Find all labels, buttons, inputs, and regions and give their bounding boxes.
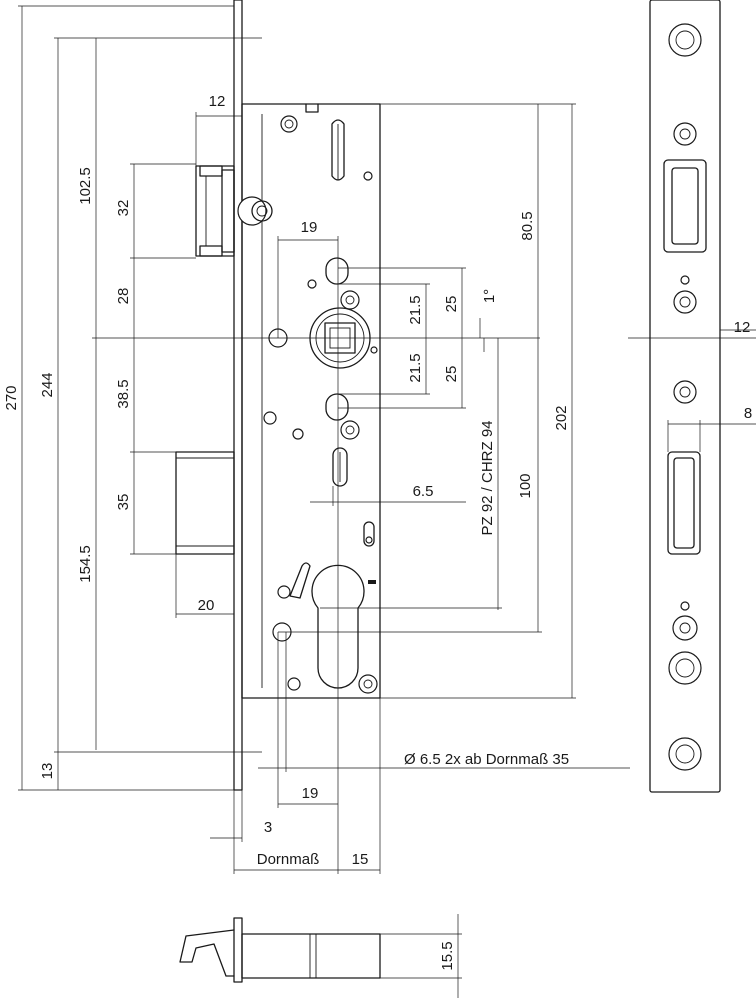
screw-icon bbox=[672, 615, 698, 641]
bottom-case bbox=[241, 933, 381, 979]
dim-8-plate: 8 bbox=[744, 405, 752, 422]
bolt-note: Ø 6.5 2x ab Dornmaß 35 bbox=[404, 751, 569, 768]
screw-icon bbox=[340, 420, 360, 440]
latch-opening bbox=[663, 159, 707, 253]
bolt-opening bbox=[667, 451, 701, 555]
bottom-view bbox=[179, 914, 462, 998]
left-dimensions bbox=[18, 5, 540, 791]
dim-202: 202 bbox=[553, 405, 570, 430]
right-dimensions bbox=[210, 103, 630, 874]
torx-screw-icon bbox=[280, 115, 298, 133]
dim-244: 244 bbox=[39, 372, 56, 397]
lower-slot bbox=[325, 393, 349, 421]
bottom-latch bbox=[179, 929, 235, 977]
dim-3: 3 bbox=[264, 819, 272, 836]
dimension-labels: 270 244 13 102.5 32 28 38.5 35 154.5 20 … bbox=[3, 93, 752, 971]
dead-bolt bbox=[175, 451, 235, 555]
dim-15: 15 bbox=[352, 851, 369, 868]
plate-outline bbox=[649, 0, 721, 793]
dim-102-5: 102.5 bbox=[77, 167, 94, 205]
torx-screw-icon bbox=[668, 23, 702, 57]
dim-80-5: 80.5 bbox=[519, 211, 536, 240]
dim-154-5: 154.5 bbox=[77, 545, 94, 583]
torx-screw-icon bbox=[668, 737, 702, 771]
dim-21-5-upper: 21.5 bbox=[407, 295, 424, 324]
dim-13: 13 bbox=[39, 763, 56, 780]
dim-25-upper: 25 bbox=[443, 296, 460, 313]
oval-slot bbox=[332, 447, 348, 487]
dim-100: 100 bbox=[517, 473, 534, 498]
screw-icon bbox=[340, 290, 360, 310]
dim-15-5: 15.5 bbox=[439, 941, 456, 970]
screw-icon bbox=[358, 674, 378, 694]
dim-6-5: 6.5 bbox=[413, 483, 434, 500]
forend-plate bbox=[628, 0, 756, 793]
latch-screw-head bbox=[251, 200, 273, 222]
cylinder-cutout bbox=[311, 564, 365, 689]
dim-12-top: 12 bbox=[209, 93, 226, 110]
dim-35: 35 bbox=[115, 494, 132, 511]
dornmass-label: Dornmaß bbox=[257, 851, 320, 868]
top-slot bbox=[331, 119, 345, 181]
dim-19-bottom: 19 bbox=[302, 785, 319, 802]
latch-bolt bbox=[195, 165, 235, 257]
case-notch bbox=[305, 103, 319, 113]
small-hole bbox=[363, 171, 373, 181]
lever bbox=[289, 562, 311, 599]
dim-20: 20 bbox=[198, 597, 215, 614]
dim-32: 32 bbox=[115, 200, 132, 217]
dim-38-5: 38.5 bbox=[115, 379, 132, 408]
bottom-forend bbox=[233, 917, 243, 983]
forend-strip bbox=[233, 0, 243, 791]
screw-icon bbox=[673, 122, 697, 146]
dim-19-top: 19 bbox=[301, 219, 318, 236]
dim-28: 28 bbox=[115, 288, 132, 305]
screw-icon bbox=[673, 290, 697, 314]
dim-1-degree: 1° bbox=[481, 289, 498, 303]
torx-screw-icon bbox=[668, 651, 702, 685]
screw-icon bbox=[673, 380, 697, 404]
cylinder-label: PZ 92 / CHRZ 94 bbox=[479, 420, 496, 535]
dim-21-5-lower: 21.5 bbox=[407, 353, 424, 382]
dim-25-lower: 25 bbox=[443, 366, 460, 383]
dim-270: 270 bbox=[3, 385, 20, 410]
lock-case bbox=[241, 103, 381, 699]
upper-slot bbox=[325, 257, 349, 285]
dim-12-plate: 12 bbox=[734, 319, 751, 336]
